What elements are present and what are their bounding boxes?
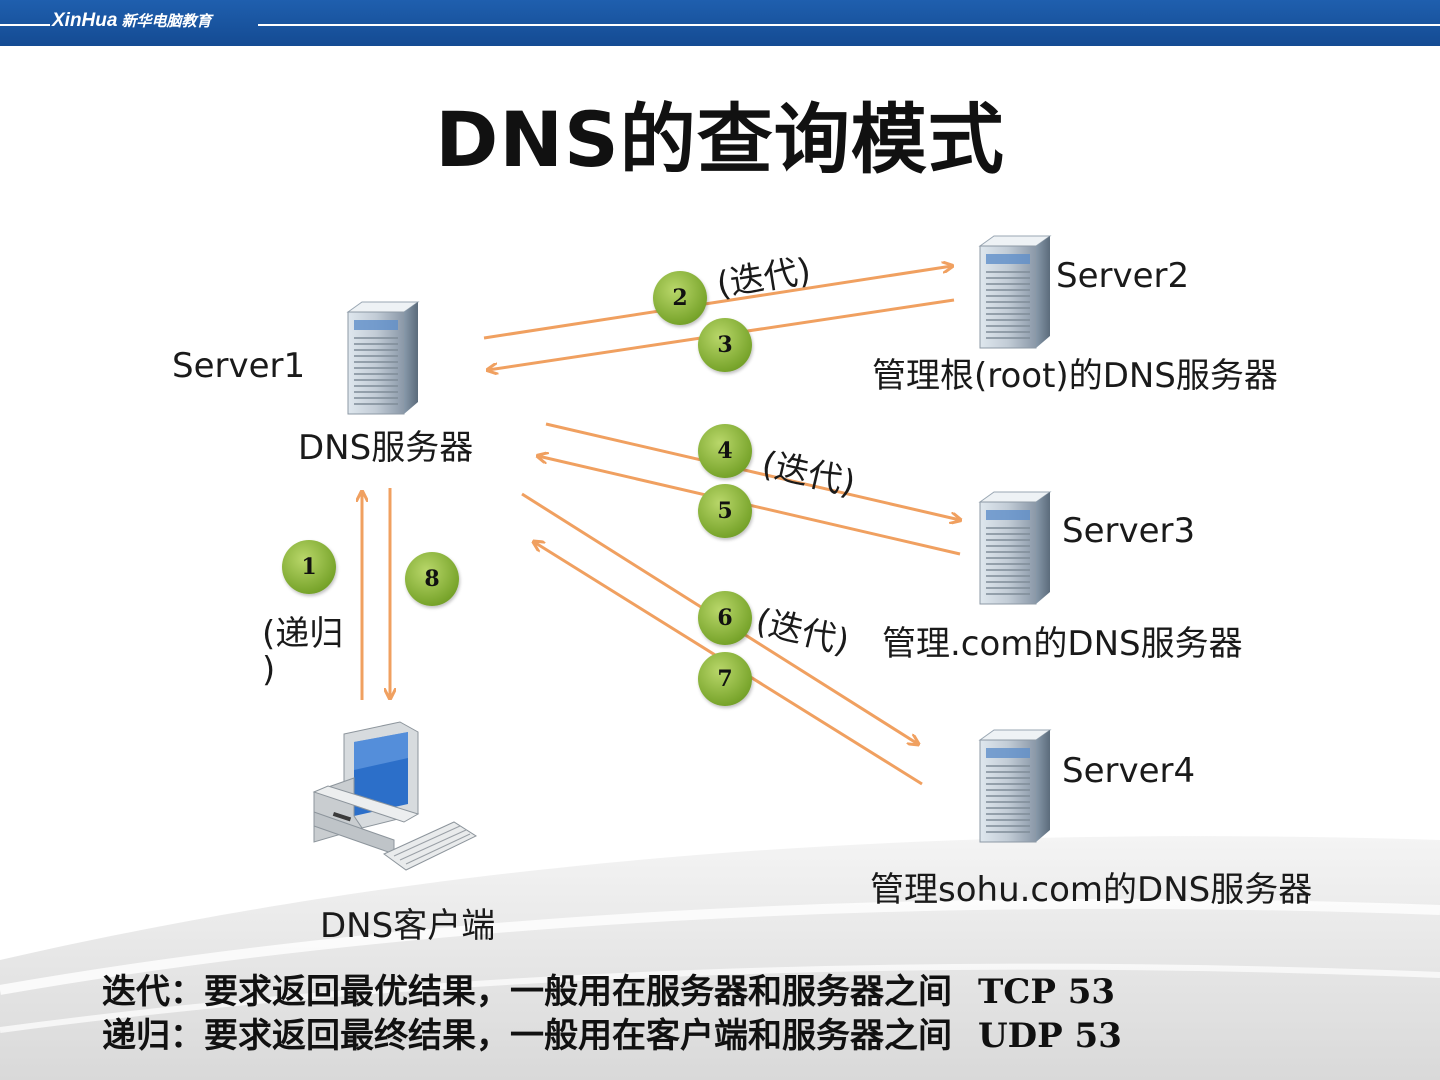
server2-role: 管理根(root)的DNS服务器 [872,356,1278,396]
iterative-protocol: TCP 53 [978,972,1116,1012]
logo-cn-text: 新华电脑教育 [121,13,212,30]
slide-title: DNS的查询模式 [435,95,1005,184]
recursive-note: 递归：要求返回最终结果，一般用在客户端和服务器之间 UDP 53 [102,1008,1122,1057]
step-badge-1: 1 [282,540,336,594]
logo-text: XinHua [52,10,118,31]
step-badge-4: 4 [698,424,752,478]
server2-name: Server2 [1056,256,1190,296]
recursive-protocol: UDP 53 [978,1016,1122,1056]
step-badge-6: 6 [698,591,752,645]
server1-role: DNS服务器 [298,428,474,468]
server1-name: Server1 [172,346,306,386]
iterative-note: 迭代：要求返回最优结果，一般用在服务器和服务器之间 TCP 53 [102,964,1115,1013]
server3-icon [979,491,1051,605]
server4-icon [979,729,1051,843]
arrow-server1-to-server3 [545,422,960,520]
server3-name: Server3 [1062,511,1196,551]
recursive-note-text: 递归：要求返回最终结果，一般用在客户端和服务器之间 [102,1016,952,1056]
server4-name: Server4 [1062,751,1196,791]
step-badge-7: 7 [698,652,752,706]
server1-icon [347,301,419,415]
server3-role: 管理.com的DNS服务器 [882,624,1243,664]
header-line-left [0,24,50,26]
step-badge-8: 8 [405,552,459,606]
server2-icon [979,235,1051,349]
client-label: DNS客户端 [320,906,496,946]
computer-icon [312,721,478,871]
step-badge-3: 3 [698,318,752,372]
server4-role: 管理sohu.com的DNS服务器 [870,870,1313,910]
header-line [258,24,1440,26]
iterative-note-text: 迭代：要求返回最优结果，一般用在服务器和服务器之间 [102,972,952,1012]
arrow-server1-to-server2 [483,266,952,340]
step-badge-2: 2 [653,271,707,325]
step-badge-5: 5 [698,484,752,538]
recursive-label: (递归 [262,614,344,654]
recursive-label-close: ) [262,650,276,690]
